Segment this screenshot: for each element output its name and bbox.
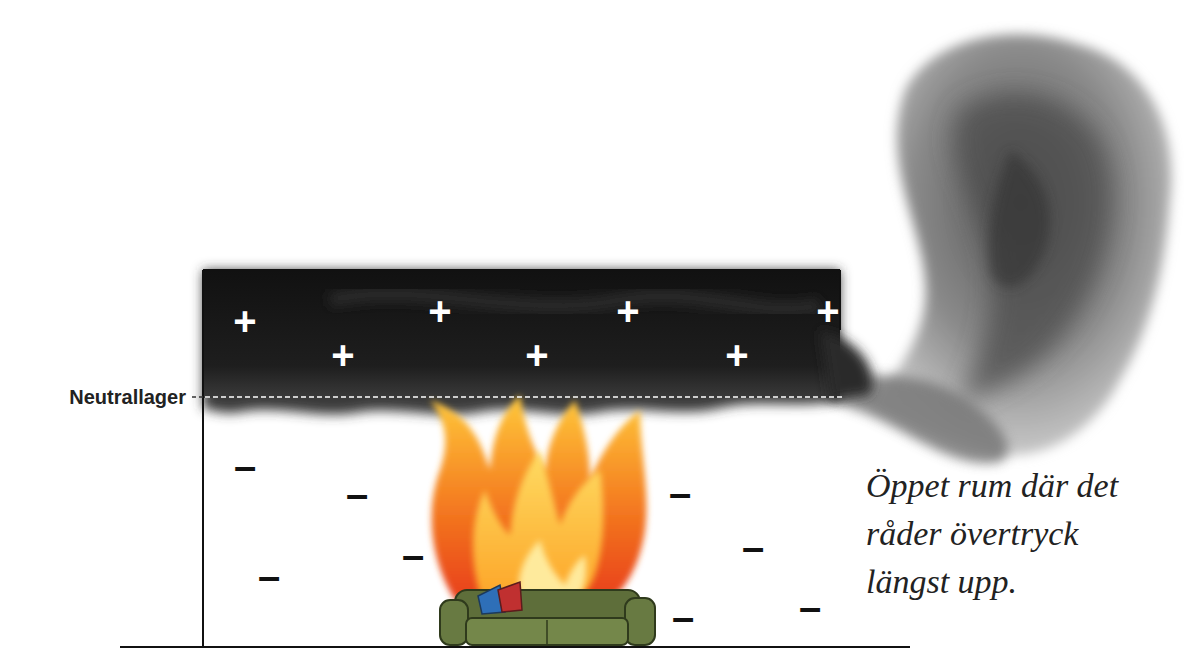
pressure-sign: – [234, 446, 256, 486]
neutral-layer-line [205, 396, 842, 398]
layer-label: Neutrallager [0, 387, 186, 407]
fire [430, 395, 646, 600]
neutral-layer-leader [192, 396, 203, 398]
pressure-sign: – [346, 474, 368, 514]
room-outline [120, 270, 910, 647]
pressure-sign: – [672, 597, 694, 637]
hot-smoke-layer [203, 270, 873, 415]
pressure-sign: – [799, 587, 821, 627]
sofa [440, 582, 655, 645]
pressure-sign: + [816, 291, 839, 331]
pressure-sign: – [402, 535, 424, 575]
pressure-sign: + [233, 301, 256, 341]
pressure-sign: + [525, 335, 548, 375]
pressure-sign: – [258, 556, 280, 596]
note-text: Öppet rum där det råder övertryck längst… [866, 462, 1166, 606]
smoke-plume [830, 34, 1172, 463]
pressure-sign: + [725, 335, 748, 375]
pressure-sign: – [742, 527, 764, 567]
pressure-sign: + [331, 335, 354, 375]
pressure-sign: – [669, 473, 691, 513]
pressure-sign: + [428, 291, 451, 331]
pressure-sign: + [616, 291, 639, 331]
